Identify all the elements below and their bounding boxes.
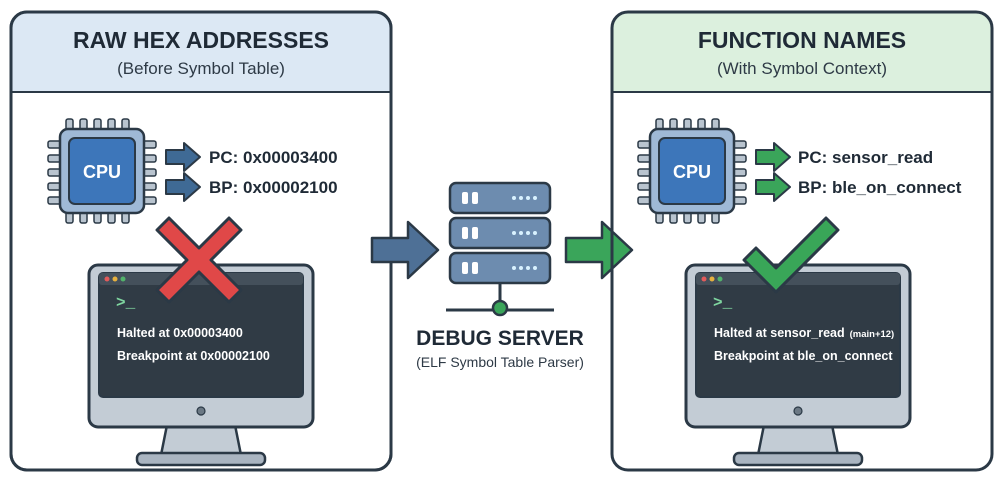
right-bp-arrow-icon [755, 172, 791, 202]
right-terminal-line1: Halted at sensor_read (main+12) [714, 326, 894, 340]
right-pc-arrow-icon [755, 142, 791, 172]
server-rack-icon [446, 181, 554, 317]
left-pc-line: PC: 0x00003400 [209, 148, 338, 167]
right-panel-subtitle: (With Symbol Context) [717, 59, 887, 78]
left-panel-title: RAW HEX ADDRESSES [73, 27, 329, 53]
right-terminal-line2: Breakpoint at ble_on_connect [714, 349, 893, 363]
right-pc-line: PC: sensor_read [798, 148, 933, 167]
left-monitor: >_ Halted at 0x00003400 Breakpoint at 0x… [87, 263, 315, 467]
left-terminal-line1: Halted at 0x00003400 [117, 326, 243, 340]
center-flow: DEBUG SERVER (ELF Symbol Table Parser) [370, 181, 634, 370]
left-cpu-label: CPU [83, 162, 121, 182]
right-terminal-line1-suffix: (main+12) [850, 329, 895, 340]
right-panel-frame [610, 10, 994, 472]
left-cpu-icon: CPU [46, 117, 158, 225]
green-check-icon [742, 216, 840, 294]
left-panel: RAW HEX ADDRESSES (Before Symbol Table) … [9, 10, 393, 472]
server-subtitle: (ELF Symbol Table Parser) [416, 354, 584, 370]
right-cpu-icon: CPU [636, 117, 748, 225]
left-terminal-line2: Breakpoint at 0x00002100 [117, 349, 270, 363]
right-panel-title: FUNCTION NAMES [698, 27, 906, 53]
left-terminal-prompt: >_ [116, 294, 136, 312]
left-bp-arrow-icon [165, 172, 201, 202]
red-x-icon [155, 216, 243, 304]
right-register-arrows [755, 142, 791, 202]
flow-in-arrow-icon [370, 220, 440, 280]
left-panel-header [11, 12, 391, 92]
left-panel-subtitle: (Before Symbol Table) [117, 59, 285, 78]
right-bp-line: BP: ble_on_connect [798, 178, 962, 197]
left-pc-arrow-icon [165, 142, 201, 172]
right-terminal-line1-main: Halted at sensor_read [714, 326, 845, 340]
flow-out-arrow-icon [564, 220, 634, 280]
right-monitor: >_ Halted at sensor_read (main+12) Breakp… [684, 263, 912, 467]
left-register-arrows [165, 142, 201, 202]
right-panel: FUNCTION NAMES (With Symbol Context) CPU… [610, 10, 994, 472]
right-cpu-label: CPU [673, 162, 711, 182]
left-bp-line: BP: 0x00002100 [209, 178, 338, 197]
server-title: DEBUG SERVER [416, 327, 584, 350]
right-terminal-prompt: >_ [713, 294, 733, 312]
right-panel-header [612, 12, 992, 92]
